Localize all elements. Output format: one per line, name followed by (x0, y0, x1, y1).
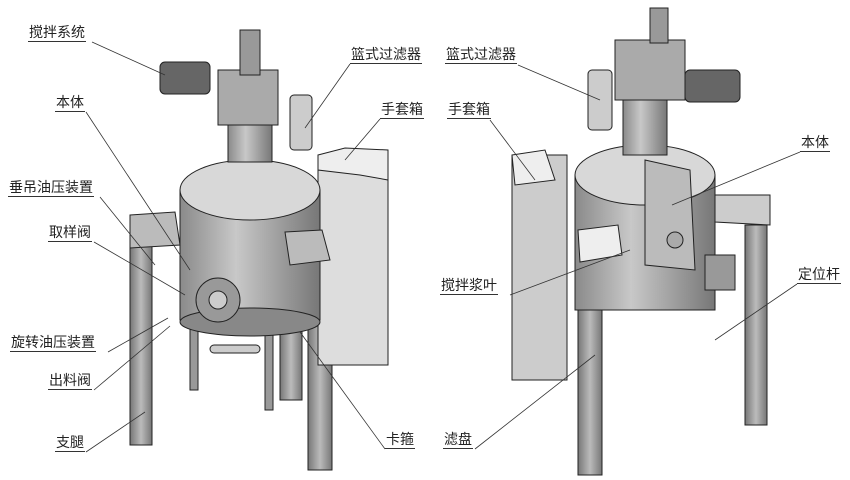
label-discharge-valve: 出料阀 (48, 373, 92, 390)
label-stirring-blade: 搅拌浆叶 (440, 278, 498, 295)
right-vessel (511, 7, 771, 476)
label-body-right: 本体 (800, 135, 830, 152)
label-stirring-system: 搅拌系统 (28, 25, 86, 42)
label-glove-box-right: 手套箱 (447, 102, 491, 119)
label-sampling-valve: 取样阀 (48, 225, 92, 242)
label-legs: 支腿 (55, 435, 85, 452)
label-positioning-rod: 定位杆 (797, 267, 841, 284)
label-basket-filter-left: 篮式过滤器 (350, 47, 422, 64)
label-glove-box-left: 手套箱 (380, 102, 424, 119)
label-rotary-hydraulic: 旋转油压装置 (10, 335, 96, 352)
label-basket-filter-right: 篮式过滤器 (445, 47, 517, 64)
label-clamp: 卡箍 (385, 432, 415, 449)
leader-lines (85, 41, 801, 453)
label-filter-plate: 滤盘 (443, 432, 473, 449)
label-body: 本体 (55, 95, 85, 112)
left-vessel (129, 29, 389, 471)
label-hanging-hydraulic: 垂吊油压装置 (8, 180, 94, 197)
